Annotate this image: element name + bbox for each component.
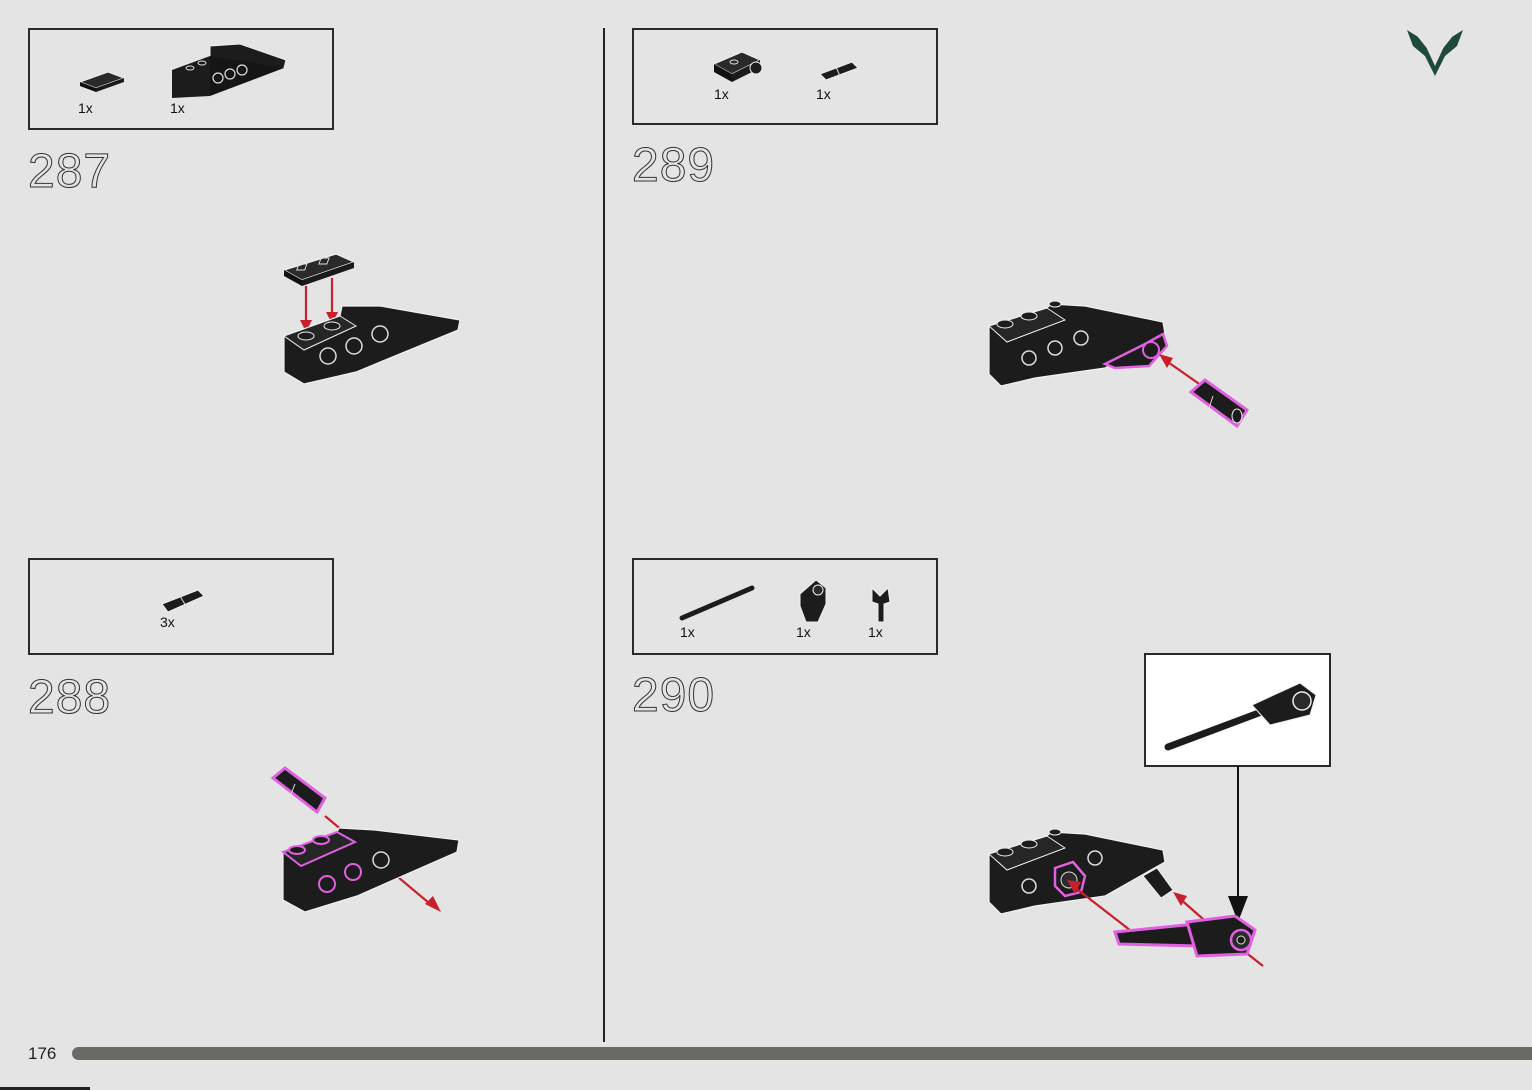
wedge-brick-icon [170,42,288,102]
step-289-assembly [985,292,1255,437]
axle-with-connector-icon [1160,675,1320,755]
parts-list-step-289: 1x 1x [632,28,938,125]
step-number: 288 [28,674,111,722]
part-qty: 1x [170,100,185,116]
technic-pin-icon [158,586,208,616]
part-qty: 1x [868,624,883,640]
part-qty: 3x [160,614,175,630]
plate-with-hole-icon [712,48,764,84]
technic-pin-icon [816,58,862,84]
part-qty: 1x [714,86,729,102]
parts-list-step-288: 3x [28,558,334,655]
axle-icon [678,584,756,624]
part-qty: 1x [816,86,831,102]
step-number: 290 [632,672,715,720]
step-287-assembly [280,250,465,390]
progress-bar [72,1047,1532,1060]
step-290-assembly [985,820,1275,970]
axle-connector-icon [796,576,830,624]
step-number: 287 [28,148,111,196]
step-288-assembly [265,760,465,920]
brand-logo-icon [1405,26,1465,78]
part-qty: 1x [78,100,93,116]
page-divider [603,28,605,1042]
part-qty: 1x [680,624,695,640]
parts-list-step-290: 1x 1x 1x [632,558,938,655]
tile-2x1-icon [78,68,128,94]
bushing-icon [868,584,894,624]
parts-list-step-287: 1x 1x [28,28,334,130]
part-qty: 1x [796,624,811,640]
page-number: 176 [28,1044,56,1064]
step-number: 289 [632,142,715,190]
subassembly-callout [1144,653,1331,767]
